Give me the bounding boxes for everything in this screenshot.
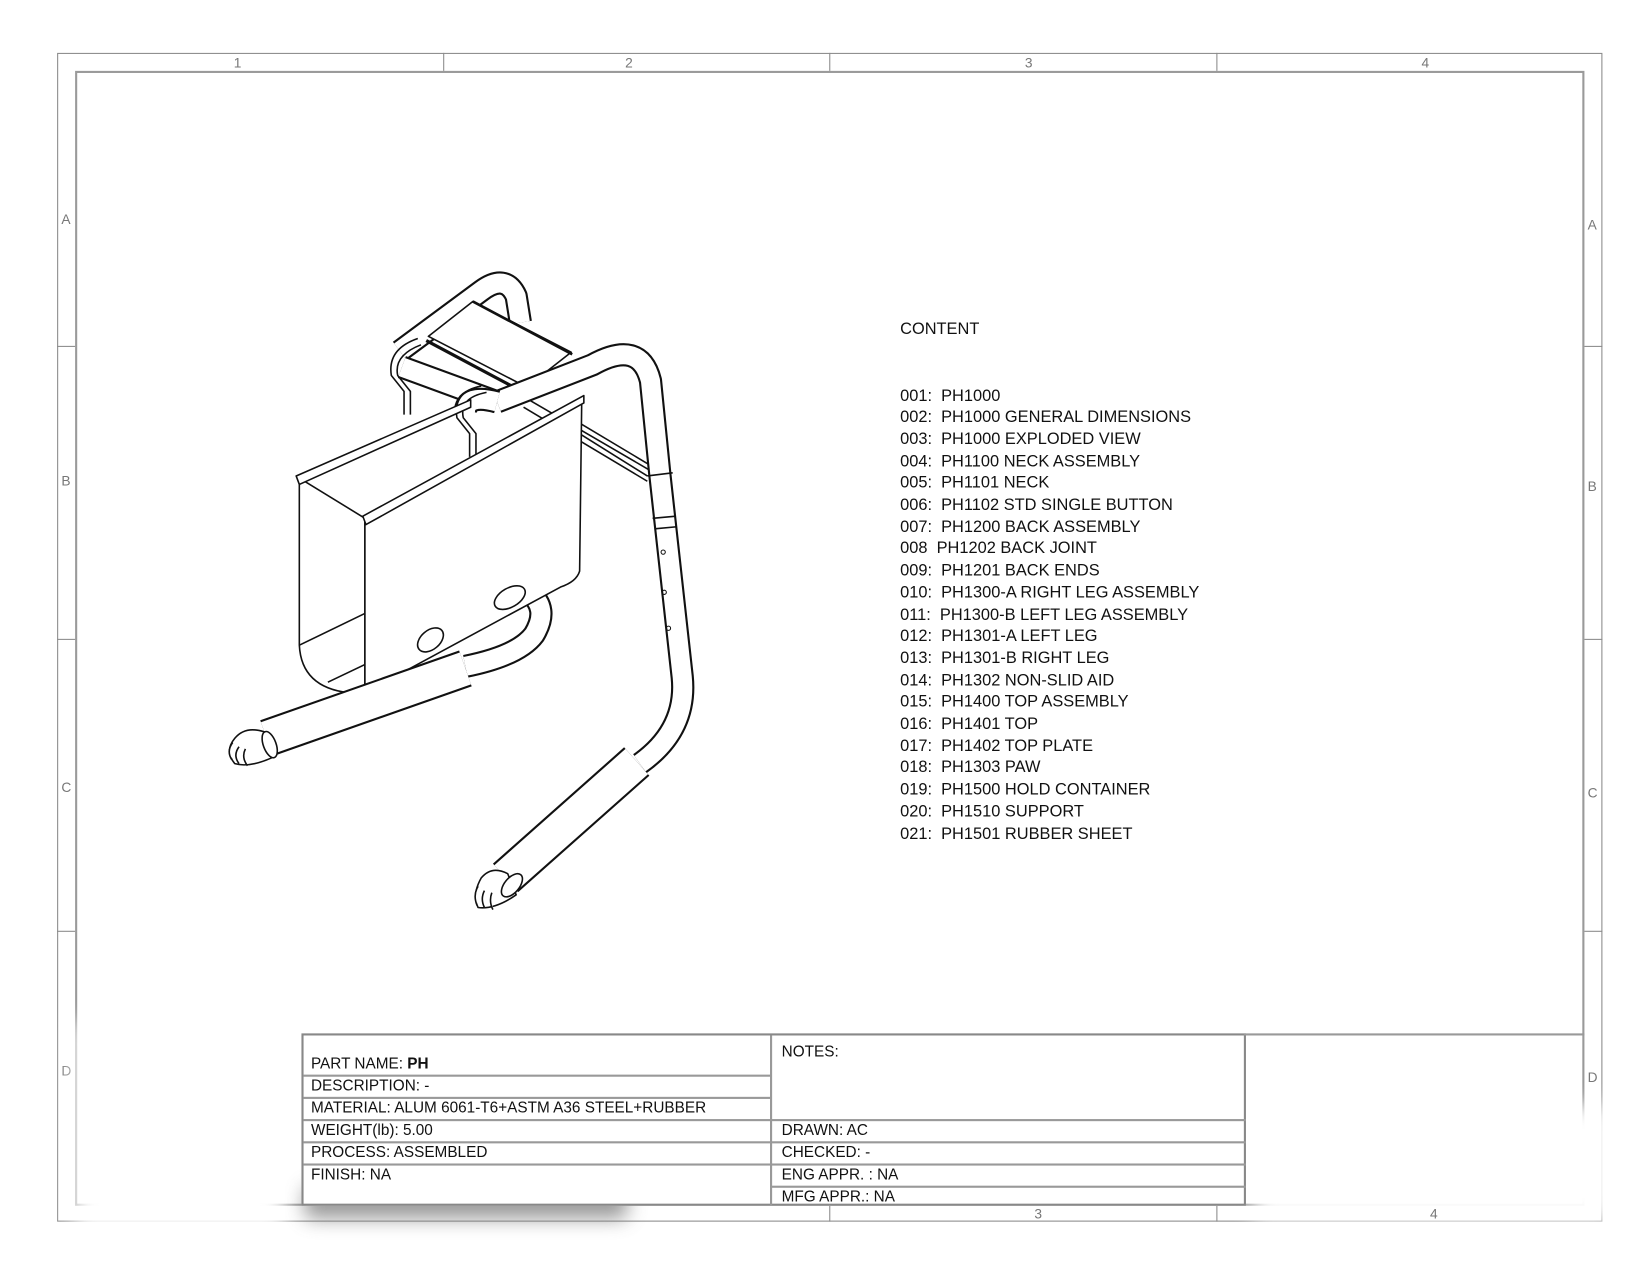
contents-item: 003: PH1000 EXPLODED VIEW bbox=[900, 430, 1141, 449]
zone-divider bbox=[829, 52, 831, 71]
zone-divider bbox=[1584, 930, 1603, 932]
zone-label-row-a: A bbox=[61, 211, 71, 228]
contents-item: 014: PH1302 NON-SLID AID bbox=[900, 671, 1115, 690]
description-field: DESCRIPTION: - bbox=[310, 1077, 430, 1095]
zone-label-col-3: 3 bbox=[1024, 55, 1033, 71]
contents-item: 008 PH1202 BACK JOINT bbox=[900, 539, 1097, 558]
process-field: PROCESS: ASSEMBLED bbox=[310, 1144, 488, 1162]
contents-item: 005: PH1101 NECK bbox=[900, 474, 1050, 493]
contents-item: 001: PH1000 bbox=[900, 386, 1001, 405]
left-leg-tube bbox=[462, 583, 553, 678]
contents-item: 010: PH1300-A RIGHT LEG ASSEMBLY bbox=[900, 583, 1200, 602]
material-field: MATERIAL: ALUM 6061-T6+ASTM A36 STEEL+RU… bbox=[310, 1100, 707, 1117]
zone-label-row-c-right: C bbox=[1587, 784, 1598, 801]
eng-approval-field: ENG APPR. : NA bbox=[781, 1166, 899, 1184]
zone-divider bbox=[1584, 345, 1603, 347]
mfg-approval-field: MFG APPR.: NA bbox=[781, 1188, 895, 1206]
zone-divider bbox=[829, 1205, 831, 1222]
zone-label-col-4: 4 bbox=[1421, 55, 1430, 71]
finish-field: FINISH: NA bbox=[310, 1166, 392, 1184]
hold-container-sheets bbox=[295, 394, 585, 694]
redacted-area bbox=[1253, 1105, 1613, 1222]
contents-item: 018: PH1303 PAW bbox=[900, 758, 1041, 777]
title-block: PART NAME: PH DESCRIPTION: - MATERIAL: A… bbox=[301, 1033, 1246, 1206]
contents-item: 021: PH1501 RUBBER SHEET bbox=[900, 824, 1133, 843]
contents-item: 016: PH1401 TOP bbox=[900, 715, 1039, 734]
left-paw bbox=[228, 729, 279, 767]
notes-field: NOTES: bbox=[781, 1043, 839, 1061]
right-pad bbox=[492, 747, 650, 893]
left-pad bbox=[260, 650, 472, 757]
zone-label-col-4-bottom: 4 bbox=[1430, 1205, 1438, 1222]
right-leg-tube bbox=[397, 343, 695, 774]
drawn-field: DRAWN: AC bbox=[781, 1122, 868, 1140]
zone-label-row-c: C bbox=[61, 779, 72, 796]
zone-divider bbox=[1584, 638, 1603, 640]
zone-divider bbox=[1216, 1205, 1218, 1222]
contents-item: 012: PH1301-A LEFT LEG bbox=[900, 627, 1098, 646]
contents-item: 007: PH1200 BACK ASSEMBLY bbox=[900, 517, 1141, 536]
zone-divider bbox=[57, 930, 76, 932]
zone-divider bbox=[57, 345, 76, 347]
contents-item: 011: PH1300-B LEFT LEG ASSEMBLY bbox=[900, 605, 1189, 624]
part-name-field: PART NAME: PH bbox=[311, 1056, 429, 1073]
part-name-label: PART NAME: bbox=[310, 1055, 408, 1073]
zone-label-row-a-right: A bbox=[1587, 216, 1597, 233]
contents-item: 013: PH1301-B RIGHT LEG bbox=[900, 649, 1110, 668]
zone-label-row-d-right: D bbox=[1587, 1069, 1598, 1086]
contents-item: 015: PH1400 TOP ASSEMBLY bbox=[900, 693, 1129, 712]
zone-label-row-b-right: B bbox=[1587, 478, 1597, 494]
contents-item: 004: PH1100 NECK ASSEMBLY bbox=[900, 452, 1141, 471]
contents-item: 002: PH1000 GENERAL DIMENSIONS bbox=[900, 408, 1192, 427]
contents-item: 017: PH1402 TOP PLATE bbox=[900, 736, 1094, 755]
top-plate bbox=[425, 300, 573, 395]
weight-field: WEIGHT(lb): 5.00 bbox=[310, 1122, 433, 1140]
contents-item: 009: PH1201 BACK ENDS bbox=[900, 561, 1100, 580]
checked-field: CHECKED: - bbox=[781, 1144, 871, 1162]
contents-heading: CONTENT bbox=[900, 320, 980, 339]
redacted-area bbox=[74, 1020, 286, 1233]
zone-label-col-1: 1 bbox=[233, 55, 242, 71]
top-back-tube bbox=[392, 271, 532, 361]
zone-divider bbox=[1216, 52, 1218, 71]
title-block-top-line bbox=[1243, 1033, 1585, 1036]
part-name-value: PH bbox=[407, 1055, 429, 1073]
zone-label-row-b: B bbox=[61, 472, 71, 489]
zone-label-row-d: D bbox=[61, 1062, 72, 1079]
zone-label-col-2: 2 bbox=[625, 55, 633, 71]
zone-divider bbox=[443, 52, 445, 71]
zone-label-col-3-bottom: 3 bbox=[1034, 1205, 1043, 1222]
contents-item: 006: PH1102 STD SINGLE BUTTON bbox=[900, 496, 1173, 515]
contents-list: CONTENT 001: PH1000 002: PH1000 GENERAL D… bbox=[900, 276, 1199, 889]
right-paw bbox=[474, 869, 524, 910]
contents-item: 020: PH1510 SUPPORT bbox=[900, 802, 1084, 821]
zone-divider bbox=[57, 638, 76, 640]
contents-item: 019: PH1500 HOLD CONTAINER bbox=[900, 780, 1151, 799]
